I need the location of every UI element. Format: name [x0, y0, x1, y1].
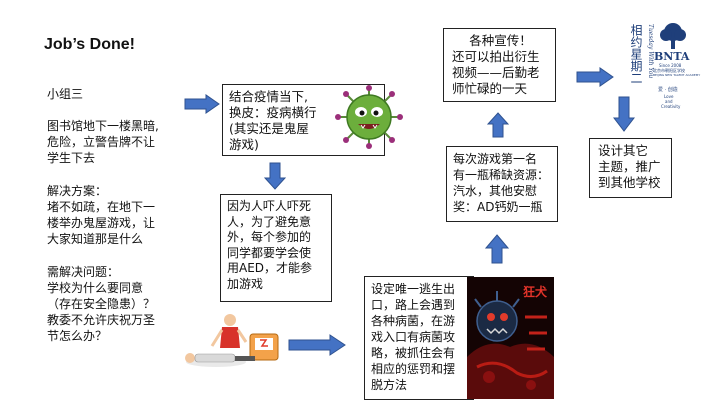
logo-motto-en: and [665, 99, 673, 104]
game-poster-image: 狂犬 [467, 277, 554, 399]
box-line: 略，被抓住会有 [371, 346, 456, 360]
group-name: 小组三 [47, 87, 84, 101]
box-line: 口，路上会遇到 [371, 298, 456, 312]
logo-vertical-text: 相约星期二 [629, 24, 643, 84]
logo-school-en: BEIJING NEW TALENT ACADEMY [653, 73, 701, 77]
logo-brand: BNTA [654, 50, 690, 63]
issues-line: 需解决问题： [47, 265, 120, 279]
step-box-aed-rule: 因为人吓人吓死 人，为了避免意 外，每个参加的 同学都要学会使 用AED，才能参… [220, 194, 332, 302]
box-line: 游戏) [229, 137, 259, 152]
box-line: 设计其它 [598, 143, 649, 158]
box-line: 各种病菌，在游 [371, 314, 456, 328]
box-line: 结合疫情当下, [229, 89, 308, 104]
logo-script-text: Tuesday With You [647, 24, 654, 79]
box-line: 每次游戏第一名 [453, 152, 538, 166]
box-line: 视频——后勤老 [452, 65, 540, 80]
box-line: 到其他学校 [598, 175, 661, 190]
issues-text: 需解决问题： 学校为什么要同意 （存在安全隐患）？ 教委不允许庆祝万圣 节怎么办… [47, 264, 197, 344]
logo-motto-en: Love [664, 94, 674, 99]
box-line: 师忙碌的一天 [452, 81, 528, 96]
arrow-up-icon [485, 234, 509, 264]
box-line: 脱方法 [371, 378, 408, 392]
virus-image [335, 85, 403, 149]
tree-icon [660, 23, 686, 49]
box-line: 加游戏 [227, 276, 264, 291]
arrow-down-icon [264, 162, 286, 190]
aed-image [185, 314, 279, 367]
step-box-publicity: 各种宣传！ 还可以拍出衍生 视频——后勤老 师忙碌的一天 [443, 28, 556, 102]
box-line: 各种宣传！ [469, 33, 532, 48]
slide-title: Job’s Done! [44, 36, 135, 53]
box-line: 还可以拍出衍生 [452, 49, 540, 64]
box-line: 因为人吓人吓死 [227, 199, 312, 213]
solution-line: 解决方案： [47, 184, 108, 198]
box-line: (其实还是鬼屋 [229, 121, 309, 136]
box-line: 同学都要学会使 [227, 245, 312, 260]
box-line: 有一瓶稀缺资源： [453, 168, 550, 182]
box-line: 设定唯一逃生出 [371, 282, 456, 296]
box-line: 戏入口有病菌攻 [371, 330, 456, 344]
issues-line: （存在安全隐患）？ [47, 297, 156, 311]
box-line: 相应的惩罚和摆 [371, 362, 456, 376]
arrow-right-icon [288, 334, 346, 356]
arrow-up-icon [487, 112, 509, 138]
box-line: 奖：AD钙奶一瓶 [453, 200, 543, 214]
solution-line: 楼举办鬼屋游戏，让 [47, 216, 156, 230]
box-line: 汽水，其他安慰 [453, 184, 538, 198]
box-line: 换皮：疫病横行 [229, 105, 317, 120]
school-logo: 相约星期二 Tuesday With You BNTA Since 2008 北… [626, 20, 701, 138]
box-line: 外，每个参加的 [227, 230, 312, 245]
solution-line: 大家知道那是什么 [47, 232, 144, 246]
problem-line: 危险，立警告牌不让 [47, 135, 156, 149]
logo-motto-en: Creativity [661, 104, 681, 109]
box-line: 用AED，才能参 [227, 261, 313, 276]
group-label: 小组三 [47, 86, 197, 102]
problem-text: 图书馆地下一楼黑暗, 危险，立警告牌不让 学生下去 [47, 118, 197, 166]
problem-line: 图书馆地下一楼黑暗, [47, 119, 159, 133]
logo-since: Since 2008 [659, 63, 682, 68]
arrow-right-icon [184, 94, 220, 114]
poster-title: 狂犬 [523, 285, 548, 299]
issues-line: 教委不允许庆祝万圣 [47, 313, 156, 327]
logo-school-cn: 北京市朝阳区学校 [653, 68, 685, 73]
step-box-prizes: 每次游戏第一名 有一瓶稀缺资源： 汽水，其他安慰 奖：AD钙奶一瓶 [446, 146, 558, 222]
solution-text: 解决方案： 堵不如疏，在地下一 楼举办鬼屋游戏，让 大家知道那是什么 [47, 183, 197, 247]
problem-line: 学生下去 [47, 151, 96, 165]
step-box-rules: 设定唯一逃生出 口，路上会遇到 各种病菌，在游 戏入口有病菌攻 略，被抓住会有 … [364, 276, 474, 400]
issues-line: 学校为什么要同意 [47, 281, 144, 295]
step-box-promote: 设计其它 主题，推广 到其他学校 [589, 138, 672, 198]
arrow-right-icon [576, 67, 614, 87]
box-line: 主题，推广 [598, 159, 661, 174]
arrow-down-icon [613, 96, 635, 132]
poster-artwork [467, 277, 554, 399]
issues-line: 节怎么办？ [47, 329, 108, 343]
logo-motto-cn: 爱 · 创造 [658, 87, 678, 93]
box-line: 人，为了避免意 [227, 214, 312, 229]
solution-line: 堵不如疏，在地下一 [47, 200, 156, 214]
